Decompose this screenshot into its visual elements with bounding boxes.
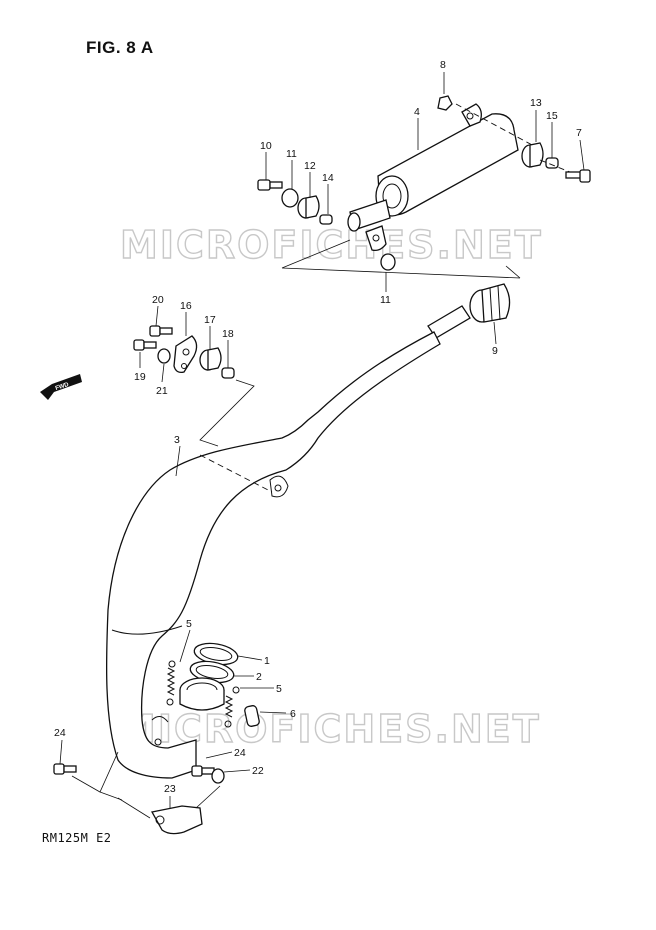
callout-10: 10 — [260, 140, 272, 152]
silencer — [347, 103, 519, 252]
exhaust-chamber — [105, 305, 471, 779]
exhaust-flange — [179, 677, 225, 711]
gasket-2 — [189, 660, 235, 684]
callout-17: 17 — [204, 314, 216, 326]
bracket-23 — [150, 805, 203, 835]
bolt-19 — [133, 339, 157, 351]
grommet-17 — [199, 347, 222, 371]
fwd-label: FWD — [55, 382, 70, 392]
callout-6: 6 — [290, 708, 296, 720]
callout-21: 21 — [156, 385, 168, 397]
callout-24-left: 24 — [54, 727, 66, 739]
washer-11-top — [281, 188, 299, 208]
spring-5-left — [166, 660, 176, 706]
callout-3: 3 — [174, 434, 180, 446]
washer-21 — [157, 348, 171, 364]
nut-8 — [437, 95, 453, 111]
callout-5-bottom: 5 — [276, 683, 282, 695]
washer-22 — [211, 768, 225, 784]
callout-16: 16 — [180, 300, 192, 312]
model-code: RM125M E2 — [42, 831, 112, 845]
callout-5-top: 5 — [186, 618, 192, 630]
callout-11-bottom: 11 — [380, 294, 391, 306]
callout-9: 9 — [492, 345, 498, 357]
bolt-20 — [149, 325, 173, 337]
callout-20: 20 — [152, 294, 164, 306]
callout-24-right: 24 — [234, 747, 246, 759]
callout-13: 13 — [530, 97, 542, 109]
grommet-13 — [521, 142, 544, 168]
callout-18: 18 — [222, 328, 234, 340]
bracket-16 — [173, 335, 198, 374]
fwd-arrow-icon: FWD — [40, 374, 82, 400]
callout-7: 7 — [576, 127, 582, 139]
joint-9 — [469, 283, 511, 323]
callout-4: 4 — [414, 106, 420, 118]
bolt-10 — [257, 179, 283, 191]
callout-15: 15 — [546, 110, 558, 122]
bolt-24-left — [53, 763, 77, 775]
washer-11-bottom — [380, 253, 396, 271]
callout-14: 14 — [322, 172, 334, 184]
spring-5-right — [224, 686, 240, 728]
bolt-7 — [565, 169, 591, 183]
grommet-12 — [297, 195, 320, 219]
watermark-top: MICROFICHES.NET — [120, 223, 543, 267]
callouts: 8 4 10 11 12 14 13 15 7 11 9 20 16 17 18… — [54, 59, 582, 795]
callout-1: 1 — [264, 655, 270, 667]
callout-2: 2 — [256, 671, 262, 683]
collar-14 — [319, 214, 333, 225]
figure-title: FIG. 8 A — [86, 38, 154, 57]
gasket-1 — [193, 642, 239, 666]
collar-18 — [221, 367, 235, 379]
callout-12: 12 — [304, 160, 316, 172]
callout-11-top: 11 — [286, 148, 297, 160]
callout-19: 19 — [134, 371, 146, 383]
collar-6 — [244, 705, 260, 727]
bolt-24-right — [191, 765, 215, 777]
leader-lines — [59, 72, 585, 808]
callout-23: 23 — [164, 783, 176, 795]
callout-22: 22 — [252, 765, 264, 777]
callout-8: 8 — [440, 59, 446, 71]
collar-15 — [545, 157, 559, 169]
